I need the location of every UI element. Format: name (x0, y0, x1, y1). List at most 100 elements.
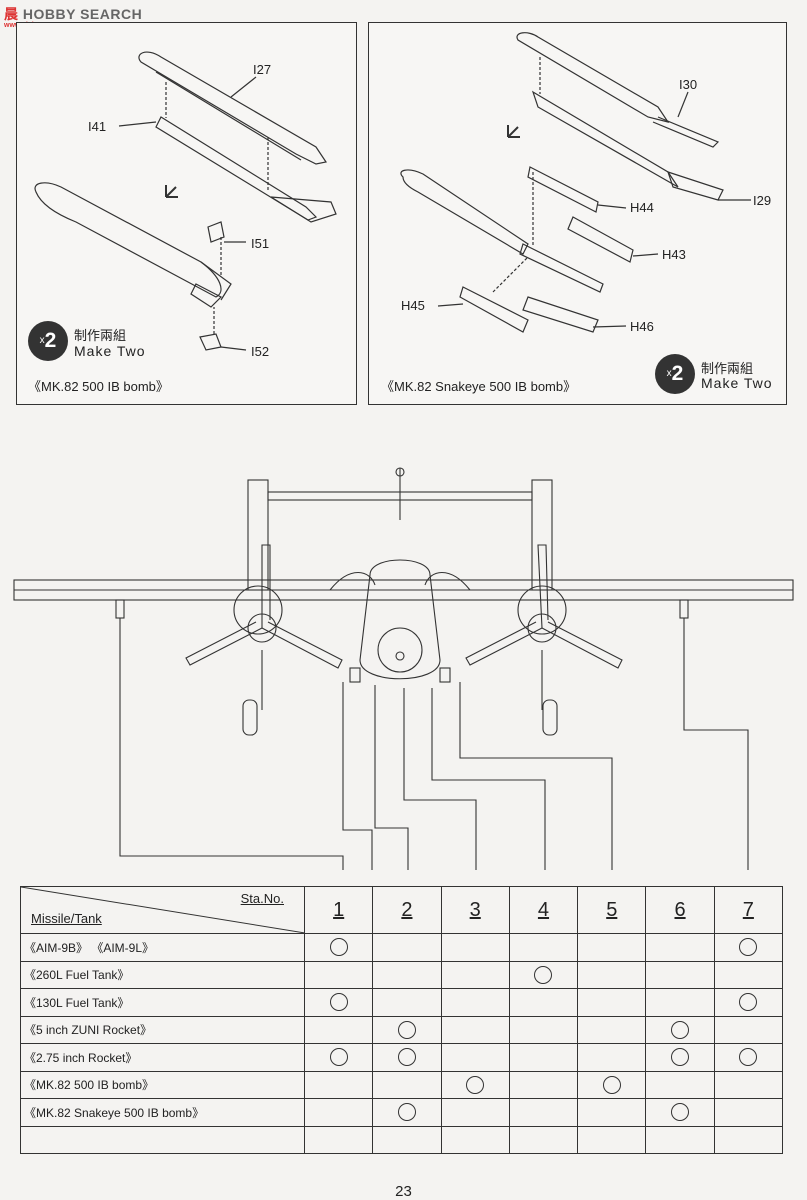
station-cell (645, 960, 715, 989)
table-header-row: Sta.No. Missile/Tank 1 2 3 4 5 6 7 (20, 886, 784, 934)
aircraft-front-view (13, 467, 794, 870)
part-label-h44: H44 (630, 200, 654, 215)
station-cell (508, 933, 579, 962)
station-cell (713, 960, 784, 989)
station-cell (577, 1098, 647, 1127)
compatible-mark (329, 1048, 348, 1067)
station-cell (440, 988, 510, 1017)
station-cell (713, 1015, 784, 1044)
station-loadout-table: Sta.No. Missile/Tank 1 2 3 4 5 6 7 《AIM-… (20, 886, 784, 1154)
station-cell (713, 1043, 784, 1072)
compatible-mark (329, 993, 348, 1012)
station-cell (577, 1043, 647, 1072)
header-weapon-label: Missile/Tank (31, 911, 102, 926)
compatible-mark (739, 993, 758, 1012)
make-two-cn: 制作兩組 (74, 328, 127, 343)
station-cell (440, 1043, 510, 1072)
station-cell (303, 960, 374, 989)
weapon-label: 《130L Fuel Tank》 (20, 988, 305, 1017)
compatible-mark (397, 1020, 416, 1039)
weapon-label: 《MK.82 Snakeye 500 IB bomb》 (20, 1098, 305, 1127)
panel-mk82-snakeye (368, 22, 787, 405)
panel-caption: 《MK.82 500 IB bomb》 (28, 379, 169, 394)
part-label-i29: I29 (753, 193, 772, 208)
table-row: 《MK.82 500 IB bomb》 (20, 1070, 784, 1099)
station-cell (577, 988, 647, 1017)
station-number: 5 (577, 886, 647, 934)
station-cell (440, 933, 510, 962)
station-cell (372, 1070, 442, 1099)
station-cell (303, 1015, 374, 1044)
station-cell (372, 1015, 442, 1044)
station-number: 3 (440, 886, 510, 934)
station-cell (645, 1015, 715, 1044)
weapon-label: 《MK.82 500 IB bomb》 (20, 1070, 305, 1099)
station-number: 1 (303, 886, 374, 934)
station-cell (372, 1125, 442, 1154)
table-row: 《2.75 inch Rocket》 (20, 1043, 784, 1072)
station-cell (713, 933, 784, 962)
station-cell (303, 1125, 374, 1154)
station-cell (303, 1098, 374, 1127)
station-cell (645, 988, 715, 1017)
station-number: 2 (372, 886, 442, 934)
weapon-label: 《5 inch ZUNI Rocket》 (20, 1015, 305, 1044)
part-label-i27: I27 (253, 62, 272, 77)
station-cell (440, 1015, 510, 1044)
make-two-cn: 制作兩組 (701, 361, 754, 376)
watermark-logo: 晨 HOBBY SEARCH (4, 6, 143, 22)
compatible-mark (397, 1103, 416, 1122)
make-two-badge: x2 (655, 354, 695, 394)
table-row: 《5 inch ZUNI Rocket》 (20, 1015, 784, 1044)
part-label-h46: H46 (630, 319, 654, 334)
part-label-h45: H45 (401, 298, 425, 313)
station-cell (713, 1125, 784, 1154)
station-cell (645, 1070, 715, 1099)
station-cell (645, 933, 715, 962)
station-cell (645, 1098, 715, 1127)
station-cell (577, 1015, 647, 1044)
station-cell (372, 1043, 442, 1072)
part-label-i41: I41 (88, 119, 107, 134)
panel-caption: 《MK.82 Snakeye 500 IB bomb》 (381, 379, 577, 394)
station-cell (303, 1043, 374, 1072)
part-label-i51: I51 (251, 236, 270, 251)
station-number: 6 (645, 886, 715, 934)
station-number: 4 (508, 886, 579, 934)
page-number: 23 (395, 1183, 412, 1200)
header-station-label: Sta.No. (240, 891, 284, 906)
part-label-i52: I52 (251, 344, 270, 359)
table-row: 《MK.82 Snakeye 500 IB bomb》 (20, 1098, 784, 1127)
part-label-h43: H43 (662, 247, 686, 262)
station-cell (577, 1125, 647, 1154)
table-row: 《260L Fuel Tank》 (20, 960, 784, 989)
station-cell (508, 1098, 579, 1127)
station-cell (440, 1070, 510, 1099)
station-cell (645, 1043, 715, 1072)
weapon-label: 《AIM-9B》 《AIM-9L》 (20, 933, 305, 962)
table-row (20, 1125, 784, 1154)
station-cell (713, 1070, 784, 1099)
station-cell (303, 1070, 374, 1099)
header-diagonal-cell: Sta.No. Missile/Tank (20, 886, 305, 934)
compatible-mark (671, 1048, 690, 1067)
compatible-mark (739, 938, 758, 957)
station-cell (713, 1098, 784, 1127)
station-cell (508, 1015, 579, 1044)
station-cell (508, 1043, 579, 1072)
station-cell (372, 960, 442, 989)
compatible-mark (534, 965, 553, 984)
mk82-snakeye-drawing (400, 32, 751, 333)
station-cell (508, 960, 579, 989)
panel-mk82-bomb (16, 22, 357, 405)
station-cell (645, 1125, 715, 1154)
compatible-mark (466, 1075, 485, 1094)
compatible-mark (397, 1048, 416, 1067)
station-number: 7 (713, 886, 784, 934)
station-cell (508, 988, 579, 1017)
station-cell (303, 933, 374, 962)
station-cell (577, 1070, 647, 1099)
station-cell (372, 933, 442, 962)
weapon-label (20, 1125, 305, 1154)
station-cell (372, 988, 442, 1017)
